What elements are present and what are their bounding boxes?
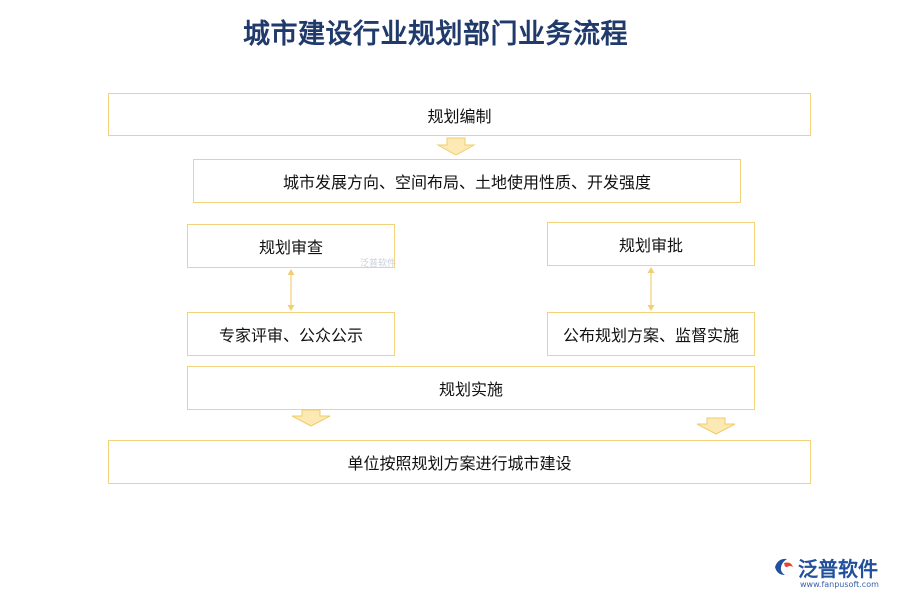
node-publish-plan-label: 公布规划方案、监督实施	[562, 326, 739, 345]
double-arrow-icon	[287, 269, 295, 311]
brand-logo: 泛普软件 www.fanpusoft.com	[772, 553, 894, 595]
node-plan-review-label: 规划审查	[258, 238, 323, 257]
node-plan-content: 城市发展方向、空间布局、土地使用性质、开发强度	[193, 159, 741, 203]
node-publish-plan: 公布规划方案、监督实施	[547, 312, 755, 356]
page-title: 城市建设行业规划部门业务流程	[243, 19, 628, 50]
logo-url: www.fanpusoft.com	[800, 580, 879, 589]
node-city-construction: 单位按照规划方案进行城市建设	[108, 440, 811, 484]
node-plan-content-label: 城市发展方向、空间布局、土地使用性质、开发强度	[282, 173, 651, 192]
down-arrow-icon	[291, 409, 331, 427]
logo-name: 泛普软件	[798, 557, 878, 581]
node-city-construction-label: 单位按照规划方案进行城市建设	[347, 454, 572, 473]
down-arrow-icon	[436, 137, 476, 156]
node-plan-implement-label: 规划实施	[438, 380, 503, 399]
down-arrow-icon	[696, 417, 736, 435]
watermark: 泛普软件	[360, 256, 396, 269]
node-plan-review: 规划审查	[187, 224, 395, 268]
double-arrow-icon	[647, 267, 655, 311]
node-expert-review-label: 专家评审、公众公示	[218, 326, 363, 345]
node-plan-compile-label: 规划编制	[427, 106, 492, 126]
watermark-label: 泛普软件	[360, 259, 397, 269]
node-plan-implement: 规划实施	[187, 366, 755, 410]
node-plan-compile: 规划编制	[108, 93, 811, 136]
node-plan-approve: 规划审批	[547, 222, 755, 266]
logo-mark-icon	[775, 558, 793, 575]
node-expert-review: 专家评审、公众公示	[187, 312, 395, 356]
node-plan-approve-label: 规划审批	[618, 236, 683, 255]
